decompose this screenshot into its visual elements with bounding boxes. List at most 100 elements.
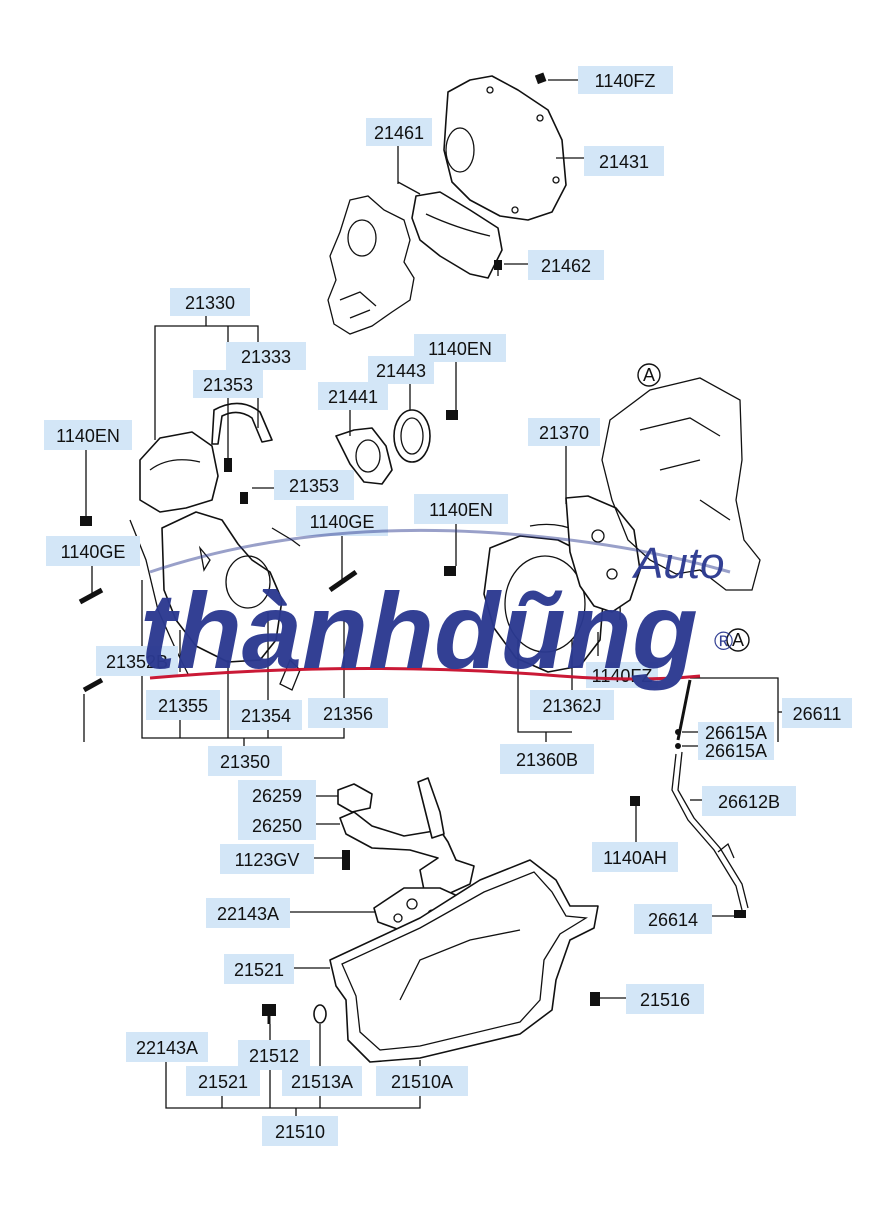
view-marker-a-top [637,363,661,387]
bolt-21516 [590,992,600,1006]
svg-text:21333: 21333 [241,347,291,367]
watermark-tag: Auto [631,539,725,588]
part-label[interactable]: 21462 [528,250,604,280]
svg-text:1140EN: 1140EN [428,339,492,359]
bolt-1140fz-top [534,72,547,85]
part-label[interactable]: 21521 [186,1066,260,1096]
oil-pan-21510a [329,859,599,1063]
part-label[interactable]: 26614 [634,904,712,934]
part-label[interactable]: 21362J [530,690,614,720]
part-label[interactable]: 26250 [238,810,316,840]
part-label[interactable]: 21370 [528,418,600,446]
seal-21461 [397,181,503,279]
part-label[interactable]: 22143A [206,898,290,928]
bolt-1140ge-mid [328,569,358,593]
view-marker-a-mid-text: A [732,630,744,650]
svg-text:21441: 21441 [328,387,378,407]
drain-plug-21512 [262,1004,276,1024]
part-label[interactable]: 21353 [193,370,263,398]
svg-text:21512: 21512 [249,1046,299,1066]
svg-text:26615A: 26615A [705,741,767,761]
part-label[interactable]: 21521 [224,954,294,984]
bolt-1140ah [630,796,640,806]
part-label[interactable]: 21441 [318,382,388,410]
svg-text:1140GE: 1140GE [310,512,375,532]
oil-strainer-26250 [339,777,475,895]
bolt-1140en-pump [444,566,456,576]
bolt-1140en-seal [446,410,458,420]
belt-21333 [211,402,273,445]
svg-text:21513A: 21513A [291,1072,353,1092]
bolt-21462 [494,260,502,276]
part-label[interactable]: 21431 [584,146,664,176]
bolt-1123gv [342,850,350,870]
svg-text:1140EN: 1140EN [429,500,493,520]
svg-text:21510: 21510 [275,1122,325,1142]
svg-text:21352B: 21352B [106,652,168,672]
svg-text:21370: 21370 [539,423,589,443]
svg-text:26615A: 26615A [705,723,767,743]
svg-text:1140FZ: 1140FZ [592,666,653,686]
watermark-logo: thànhdũng Auto ® [140,528,733,691]
part-label[interactable]: 1140EN [44,420,132,450]
part-label[interactable]: 1140AH [592,842,678,872]
part-label[interactable]: 21350 [208,746,282,776]
part-label[interactable]: 1123GV [220,844,314,874]
svg-text:21443: 21443 [376,361,426,381]
engine-block-right [601,377,761,591]
part-label[interactable]: 21510A [376,1066,468,1096]
part-label[interactable]: 21360B [500,744,594,774]
engine-block-upper [327,195,415,335]
svg-text:1123GV: 1123GV [235,850,300,870]
svg-text:1140GE: 1140GE [61,542,126,562]
svg-text:22143A: 22143A [217,904,279,924]
part-label[interactable]: 26611 [782,698,852,728]
svg-text:26611: 26611 [793,704,842,724]
svg-text:21354: 21354 [241,706,291,726]
view-markers: A A [637,363,750,652]
svg-text:21330: 21330 [185,293,235,313]
leader-lines [83,79,782,1116]
svg-text:22143A: 22143A [136,1038,198,1058]
svg-text:26612B: 26612B [718,792,780,812]
part-label[interactable]: 21513A [282,1066,362,1096]
svg-text:21521: 21521 [234,960,284,980]
part-label[interactable]: 21333 [226,342,306,370]
part-label[interactable]: 21352B [96,646,178,676]
rear-plate-21431 [443,75,567,221]
part-label[interactable]: 1140EN [414,494,508,524]
part-label[interactable]: 21516 [626,984,704,1014]
part-label[interactable]: 1140GE [296,506,388,536]
part-label[interactable]: 21354 [230,700,302,730]
part-label[interactable]: 22143A [126,1032,208,1062]
part-label[interactable]: 21512 [238,1040,310,1070]
svg-text:21462: 21462 [541,256,591,276]
part-label[interactable]: 21443 [368,356,434,384]
part-label[interactable]: 21355 [146,690,220,720]
part-label[interactable]: 21461 [366,118,432,146]
svg-text:26259: 26259 [252,786,302,806]
bolt-1140en-left [80,516,92,526]
dipstick-26611 [675,679,692,749]
part-label[interactable]: 26615A [698,722,774,743]
seal-21441 [335,427,393,485]
part-label[interactable]: 21330 [170,288,250,316]
svg-text:1140AH: 1140AH [603,848,667,868]
part-label[interactable]: 21353 [274,470,354,500]
part-label[interactable]: 26259 [238,780,316,810]
part-label[interactable]: 1140FZ [586,662,658,688]
view-marker-a-mid [726,628,750,652]
part-label[interactable]: 26612B [702,786,796,816]
svg-text:21510A: 21510A [391,1072,453,1092]
watermark-brand: thànhdũng [140,570,698,691]
part-label[interactable]: 1140FZ [578,66,673,94]
part-label[interactable]: 1140GE [46,536,140,566]
part-label[interactable]: 21356 [308,698,388,728]
svg-text:26614: 26614 [648,910,698,930]
part-label[interactable]: 26615A [698,740,774,761]
part-label[interactable]: 21510 [262,1116,338,1146]
svg-text:21360B: 21360B [516,750,578,770]
svg-text:21461: 21461 [374,123,424,143]
svg-text:21353: 21353 [203,375,253,395]
